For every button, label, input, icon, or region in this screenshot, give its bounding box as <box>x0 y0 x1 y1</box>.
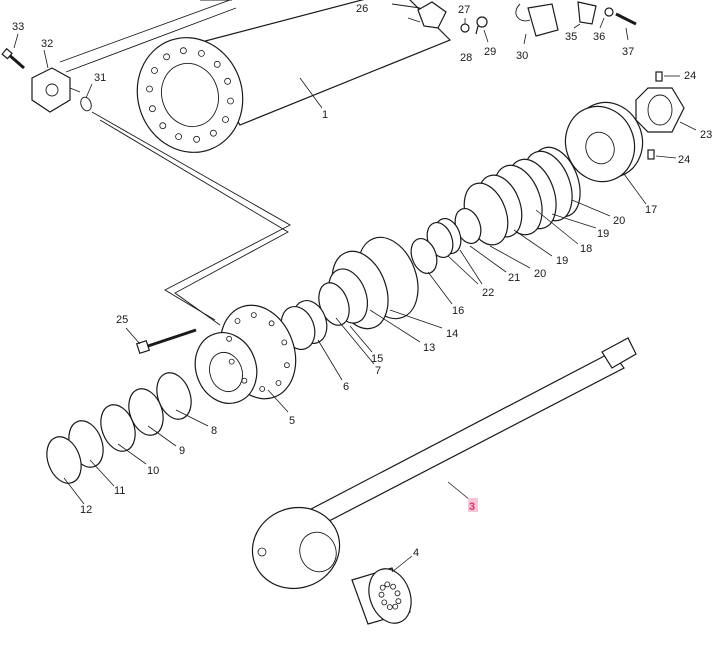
bolt-part-33 <box>1 47 25 70</box>
callout-8: 8 <box>211 425 217 437</box>
bolt-hole <box>378 591 385 598</box>
callout-4: 4 <box>413 547 419 559</box>
bolt-hole <box>234 318 241 324</box>
bolt-hole <box>379 584 386 591</box>
bolt-hole <box>381 599 388 606</box>
callout-10: 10 <box>147 465 159 477</box>
bolt-hole <box>151 67 158 74</box>
callout-22: 22 <box>482 287 494 299</box>
bolt-hole <box>148 105 156 113</box>
callout-33: 33 <box>12 21 24 33</box>
bolt-hole <box>209 129 217 137</box>
callout-16: 16 <box>452 305 464 317</box>
callout-18: 18 <box>580 243 592 255</box>
callout-20b: 20 <box>534 268 546 280</box>
bolt-hole <box>250 312 257 319</box>
bolt-hole <box>259 385 266 392</box>
bracket-part-26 <box>391 1 447 29</box>
callout-3-highlight <box>468 498 478 512</box>
bolt-hole <box>193 135 201 143</box>
callout-26: 26 <box>356 3 368 15</box>
callout-20a: 20 <box>613 215 625 227</box>
pipe-line <box>91 111 291 326</box>
sensor-part-30 <box>515 3 559 37</box>
callout-36: 36 <box>593 31 605 43</box>
bolt-hole <box>224 77 232 85</box>
callout-9: 9 <box>179 445 185 457</box>
bolt-hole <box>163 53 171 61</box>
callout-25: 25 <box>116 314 128 326</box>
piston-seal-rings <box>410 146 581 275</box>
callout-17: 17 <box>645 204 657 216</box>
callout-3[interactable]: 3 <box>469 501 475 513</box>
callout-6: 6 <box>343 381 349 393</box>
bolt-hole <box>175 133 183 141</box>
callout-24a: 24 <box>684 70 696 82</box>
bolt-hole <box>275 380 282 386</box>
clamp-part-35 <box>577 1 597 25</box>
bolt-hole <box>386 604 393 610</box>
piston-part-17 <box>564 101 644 183</box>
head-seal-rings <box>318 236 419 330</box>
callout-24b: 24 <box>678 154 690 166</box>
callout-11: 11 <box>114 485 125 497</box>
callout-5: 5 <box>289 415 295 427</box>
bolt-hole <box>390 583 397 590</box>
bolt-hole <box>394 590 401 597</box>
bolt-part-37 <box>615 12 637 26</box>
bolt-hole <box>197 50 205 57</box>
callout-labels: 1 3 4 5 6 7 8 9 10 11 12 13 14 15 16 17 … <box>12 3 712 559</box>
bolt-hole <box>227 97 234 105</box>
nut-part-23 <box>635 87 685 133</box>
callout-30: 30 <box>516 50 528 62</box>
bolt-hole <box>213 60 221 68</box>
bolt-hole <box>226 335 233 342</box>
bolt-hole <box>395 598 402 605</box>
callout-19b: 19 <box>556 255 568 267</box>
set-screw-part-24-bottom <box>647 149 655 160</box>
callout-1: 1 <box>322 109 328 121</box>
callout-7: 7 <box>375 365 381 377</box>
bolt-part-25 <box>135 328 197 355</box>
leader-lines <box>13 17 697 573</box>
flange-block-part-32 <box>31 67 81 113</box>
rod-seal-rings <box>46 372 192 484</box>
callout-19a: 19 <box>597 228 609 240</box>
piston-rod-part-3 <box>251 337 637 590</box>
set-screw-part-24-top <box>655 71 663 82</box>
callout-27: 27 <box>458 4 470 16</box>
washer-part-28 <box>460 23 470 33</box>
bolt-hole <box>146 85 153 93</box>
cylinder-head-part-5 <box>194 304 297 404</box>
callout-14: 14 <box>446 328 458 340</box>
callout-31: 31 <box>94 72 106 84</box>
bolt-hole <box>222 116 229 123</box>
bolt-hole <box>281 339 288 346</box>
bolt-hole <box>228 358 235 365</box>
top-tie-rods <box>59 0 237 73</box>
callout-23: 23 <box>700 129 712 141</box>
callout-15: 15 <box>371 353 383 365</box>
bolt-hole <box>179 47 187 55</box>
callout-29: 29 <box>484 46 496 58</box>
screw-part-29 <box>475 16 488 35</box>
bolt-hole <box>392 603 399 610</box>
callout-28: 28 <box>460 52 472 64</box>
bearing-part-4 <box>351 567 412 625</box>
bolt-hole <box>268 320 275 327</box>
bolt-hole <box>384 581 391 588</box>
cylinder-barrel-part-1 <box>136 0 452 153</box>
callout-13: 13 <box>423 342 435 354</box>
callout-37: 37 <box>622 46 634 58</box>
bolt-hole <box>159 122 167 130</box>
callout-21: 21 <box>508 272 520 284</box>
bolt-hole <box>241 377 248 384</box>
callout-12: 12 <box>80 504 92 516</box>
callout-32: 32 <box>41 38 53 50</box>
washer-part-36 <box>604 7 614 17</box>
bolt-hole <box>283 362 290 369</box>
callout-35: 35 <box>565 31 577 43</box>
oring-part-31 <box>80 96 92 112</box>
